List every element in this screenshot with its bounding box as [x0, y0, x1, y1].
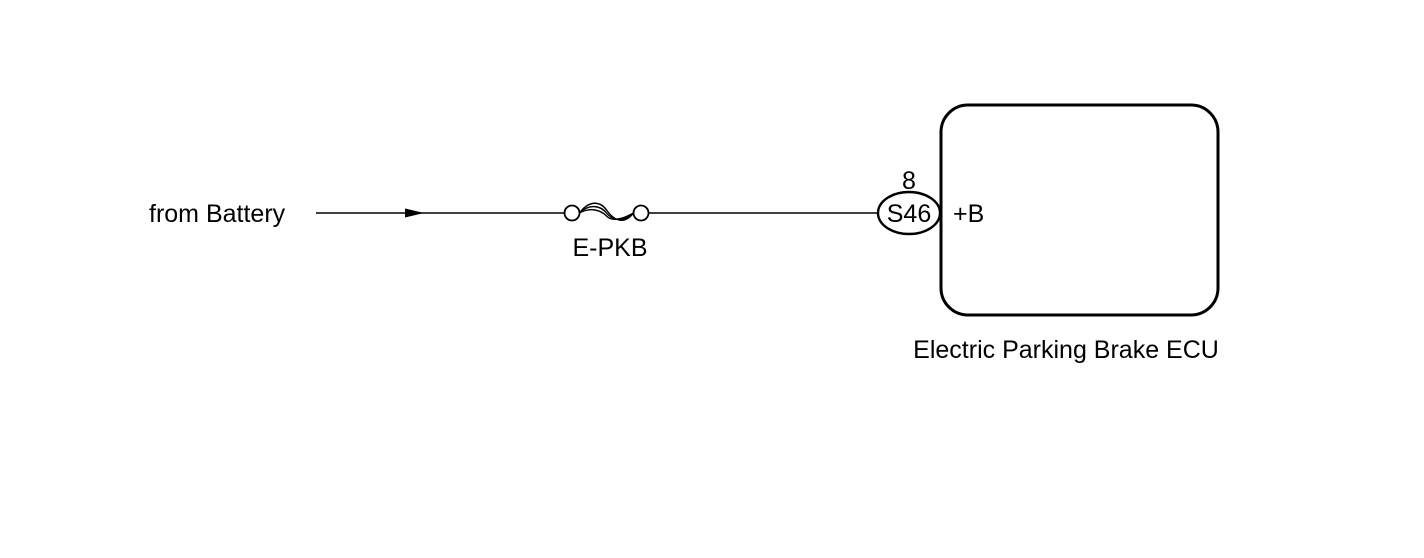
ecu-label: Electric Parking Brake ECU: [913, 336, 1219, 364]
source-label: from Battery: [149, 200, 286, 228]
arrow-right-icon: [405, 208, 424, 218]
connector-code: S46: [887, 200, 931, 228]
connector-pin-number: 8: [902, 167, 916, 195]
ecu-box: [939, 103, 1220, 317]
ecu-terminal-label: +B: [953, 200, 984, 228]
fuse-icon: [563, 202, 650, 222]
fuse-label: E-PKB: [572, 234, 647, 262]
